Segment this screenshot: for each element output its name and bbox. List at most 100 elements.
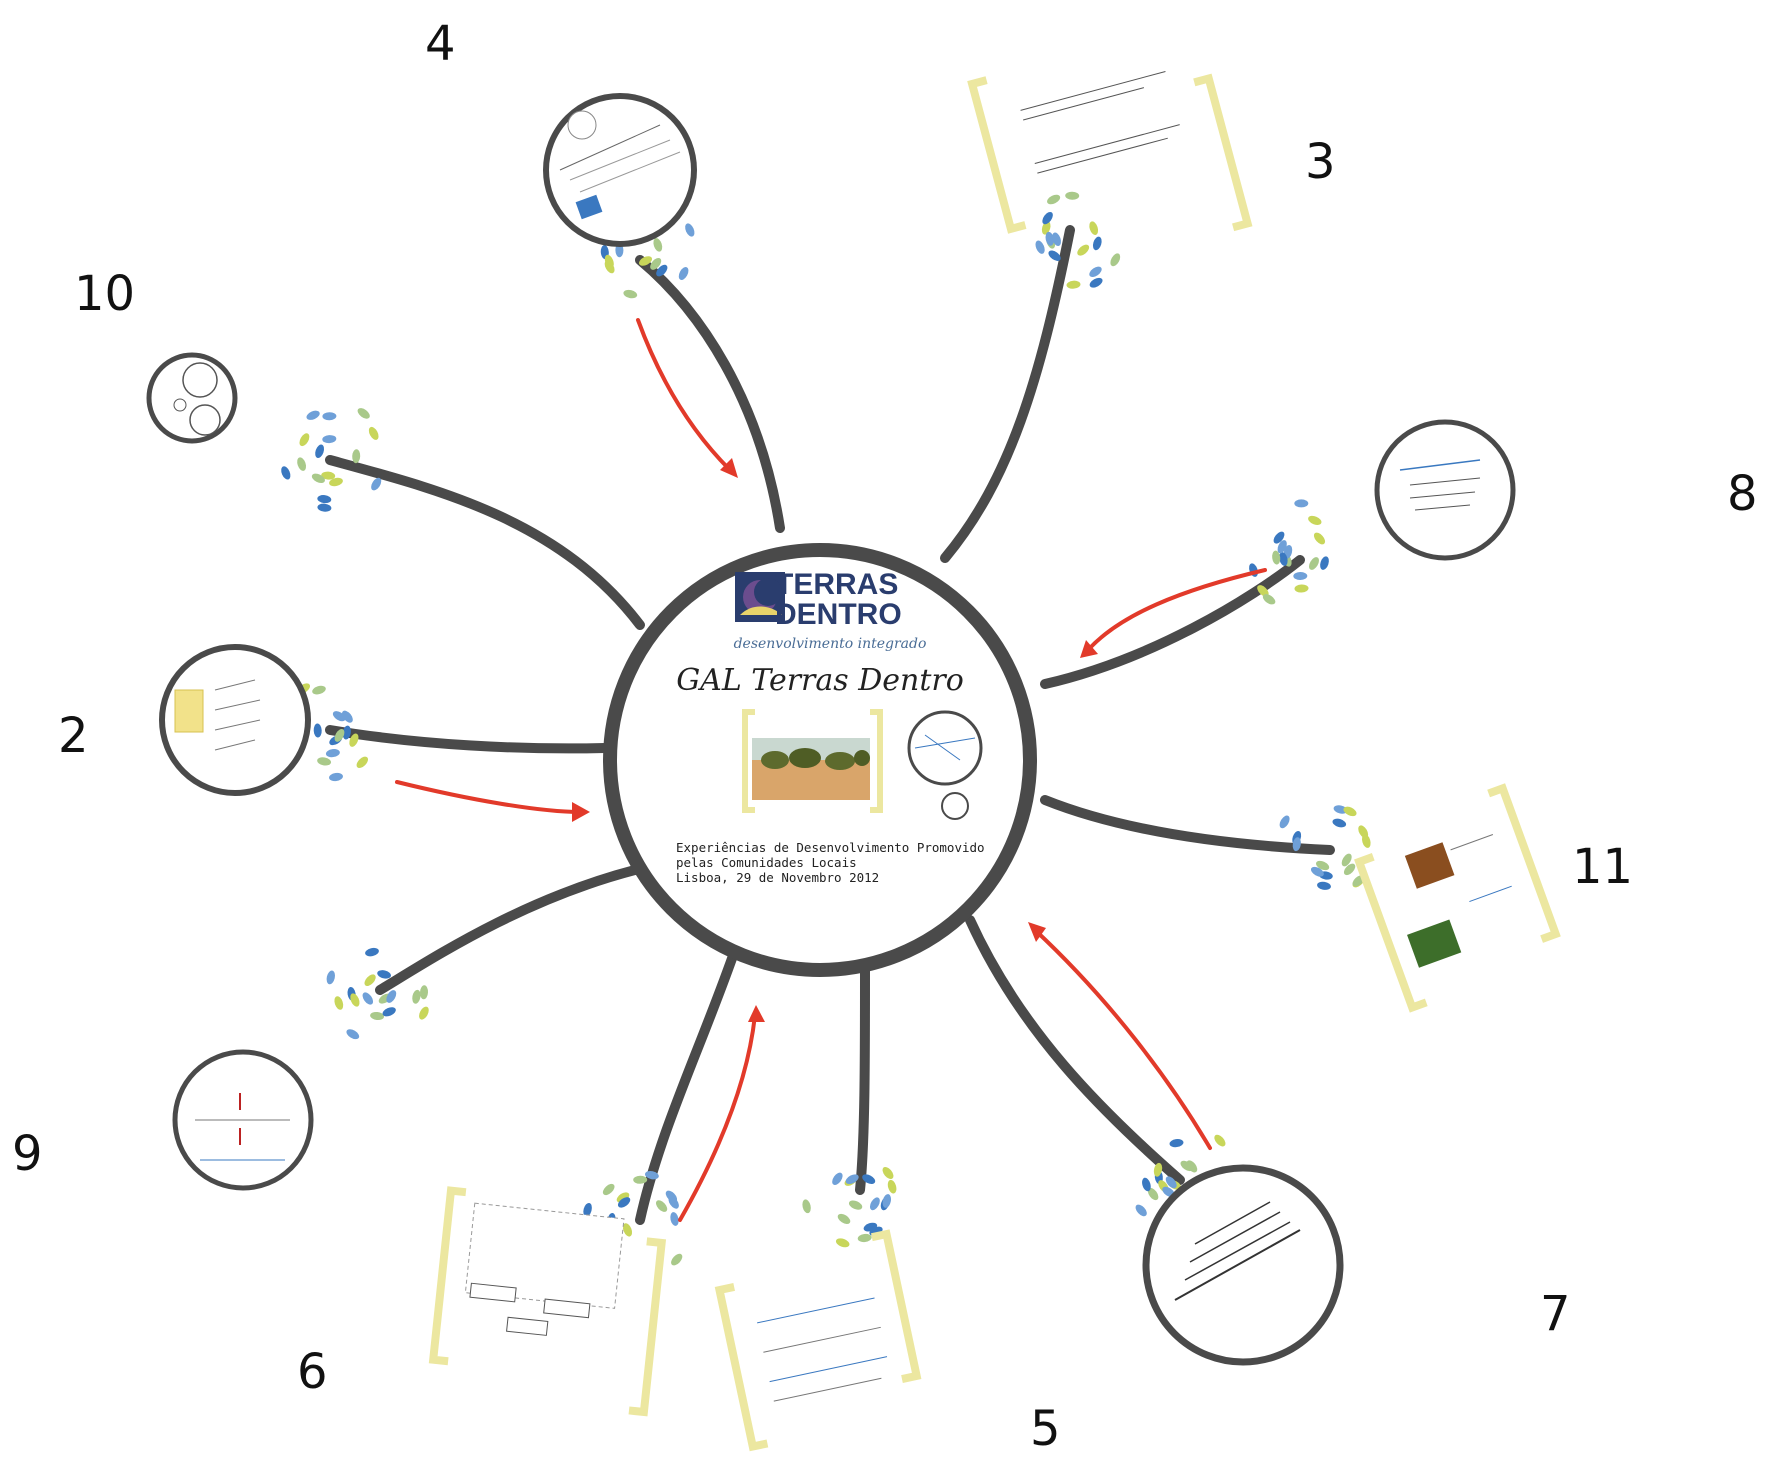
leaf xyxy=(1214,1134,1226,1147)
leaf xyxy=(656,1200,668,1212)
branch-9 xyxy=(375,865,640,995)
leaf xyxy=(653,238,663,252)
leaf xyxy=(1316,860,1330,871)
leaf xyxy=(412,989,421,1004)
leaf xyxy=(1110,253,1121,267)
leaf xyxy=(322,412,337,421)
node-3-bracket[interactable] xyxy=(967,24,1253,283)
leaf xyxy=(1294,584,1309,593)
arrow-2-to-hub xyxy=(395,780,582,814)
hub-photo-bracket-left xyxy=(742,709,755,813)
leaf xyxy=(845,1174,859,1185)
hub-subtitle: Experiências de Desenvolvimento Promovid… xyxy=(676,840,985,885)
leaf xyxy=(325,749,340,758)
leaf xyxy=(869,1197,880,1211)
leaf xyxy=(1048,250,1061,261)
hub-mini-diagram[interactable] xyxy=(907,710,983,820)
leaf xyxy=(1313,532,1326,545)
node-10-circle[interactable] xyxy=(146,352,238,444)
leaf xyxy=(1262,594,1276,605)
leaf xyxy=(311,473,325,484)
leaf xyxy=(1180,1160,1193,1172)
hub-tagline: desenvolvimento integrado xyxy=(733,636,927,652)
branch-8 xyxy=(1040,555,1305,689)
leaf xyxy=(1142,1177,1151,1192)
node-11-bracket[interactable] xyxy=(1352,783,1562,1013)
leaf xyxy=(281,466,291,480)
leaf xyxy=(671,1253,683,1266)
leaf xyxy=(332,711,346,722)
node-2-circle[interactable] xyxy=(159,644,311,796)
leaf xyxy=(1052,232,1062,247)
arrow-4-to-hub xyxy=(636,318,732,472)
hub-photo-bracket-right xyxy=(870,709,883,813)
leaf xyxy=(1135,1204,1147,1217)
leaf xyxy=(326,970,336,985)
leaf xyxy=(1341,853,1352,867)
arrow-8-to-hub xyxy=(1086,568,1267,652)
node-label-3: 3 xyxy=(1305,134,1336,190)
hub-logo-line2: DENTRO xyxy=(775,598,902,631)
leaf xyxy=(1361,834,1371,848)
leaf xyxy=(1041,220,1051,235)
leaf xyxy=(334,728,345,742)
leaf xyxy=(352,449,361,464)
leaf xyxy=(622,1223,633,1237)
node-9-circle[interactable] xyxy=(172,1049,314,1191)
leaf xyxy=(1310,866,1324,877)
branch-11 xyxy=(1040,795,1335,855)
leaf xyxy=(857,1233,872,1243)
leaf xyxy=(1279,815,1290,829)
leaf xyxy=(329,772,343,782)
leaf xyxy=(297,457,307,471)
leaf xyxy=(1332,818,1347,828)
node-label-5: 5 xyxy=(1030,1401,1061,1457)
hub-subtitle-line: Lisboa, 29 de Novembro 2012 xyxy=(676,870,880,885)
leaf xyxy=(346,1029,360,1040)
leaf xyxy=(802,1199,811,1214)
terras-dentro-logo xyxy=(735,572,785,622)
node-4-circle[interactable] xyxy=(543,93,697,247)
hub-photo-olive-grove[interactable] xyxy=(752,738,870,800)
leaf xyxy=(832,1172,843,1185)
leaf xyxy=(639,256,652,266)
node-6-bracket[interactable] xyxy=(428,1186,667,1417)
leaf xyxy=(617,1197,631,1208)
leaf xyxy=(1294,499,1309,508)
arrow-heads xyxy=(572,458,1098,1022)
node-5-bracket[interactable] xyxy=(714,1229,924,1452)
node-label-8: 8 xyxy=(1727,466,1758,522)
leaf xyxy=(650,258,662,270)
leaf xyxy=(665,1190,678,1203)
arrow-6-to-hub xyxy=(678,1013,757,1222)
leaf xyxy=(604,260,615,274)
leaf xyxy=(1042,211,1053,225)
leaf xyxy=(382,1007,396,1017)
node-label-10: 10 xyxy=(74,266,136,322)
leaf xyxy=(1277,540,1287,554)
node-label-2: 2 xyxy=(58,708,89,764)
leaf xyxy=(1089,277,1103,288)
leaf xyxy=(1309,557,1319,570)
node-label-6: 6 xyxy=(297,1344,328,1400)
node-7-circle[interactable] xyxy=(1142,1164,1344,1366)
hub-subtitle-line: Experiências de Desenvolvimento Promovid… xyxy=(676,840,985,855)
leaf xyxy=(377,970,391,979)
node-8-circle[interactable] xyxy=(1374,419,1516,561)
leaf xyxy=(887,1179,897,1194)
branch-6 xyxy=(635,945,740,1225)
leaf xyxy=(670,1212,679,1226)
leaf xyxy=(1066,280,1081,289)
leaf xyxy=(364,974,376,987)
leaf xyxy=(313,723,322,738)
branch-2 xyxy=(325,725,610,754)
leaf xyxy=(1153,1162,1163,1177)
leaf xyxy=(1165,1176,1177,1189)
node-label-4: 4 xyxy=(425,16,456,72)
leaf xyxy=(334,996,344,1010)
leaf xyxy=(419,1006,429,1020)
leaf xyxy=(365,947,379,957)
leaf xyxy=(1077,244,1090,256)
leaf xyxy=(678,267,689,280)
